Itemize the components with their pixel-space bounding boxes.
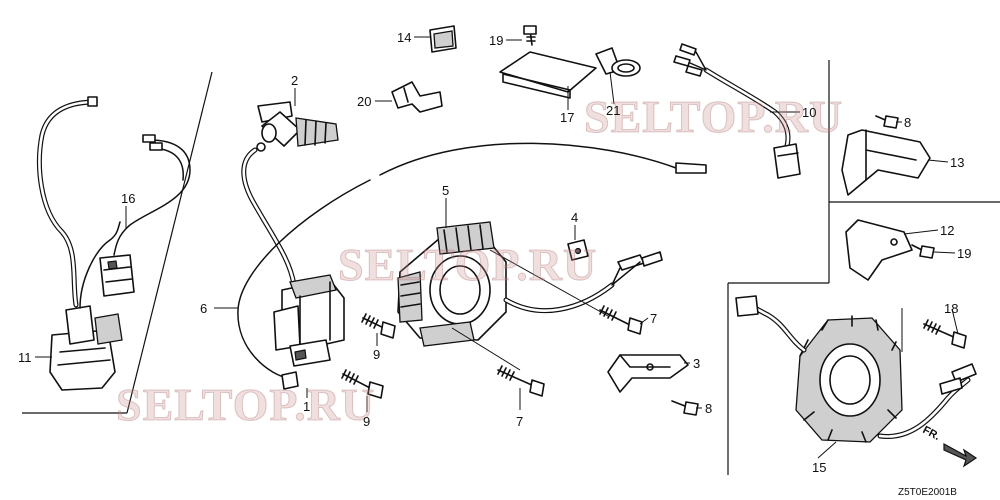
callout-17: 17: [560, 110, 574, 125]
watermark-top: SELTOP.RU: [584, 91, 843, 142]
part-18-bolt: [923, 319, 967, 349]
callout-12: 12: [940, 223, 954, 238]
callout-9a: 9: [373, 347, 380, 362]
leader-lines: [35, 36, 959, 459]
callout-1: 1: [303, 399, 310, 414]
part-11-ignition-coil-left: [36, 96, 123, 391]
part-15-stator: [735, 295, 977, 443]
part-3-bracket: [607, 354, 689, 393]
part-2-spark-plug-cap: [257, 101, 339, 147]
callout-19a: 19: [489, 33, 503, 48]
watermark-bottom: SELTOP.RU: [116, 379, 375, 430]
callout-2: 2: [291, 73, 298, 88]
callout-21: 21: [606, 103, 620, 118]
part-7b-bolt: [497, 365, 545, 397]
frame-lines: [22, 60, 1000, 475]
part-19b-bolt: [911, 244, 935, 259]
part-1-ignition-coil: [273, 274, 345, 390]
callout-14: 14: [397, 30, 411, 45]
callout-7a: 7: [650, 311, 657, 326]
part-6-long-lead: [237, 142, 707, 379]
part-14-rubber-mount: [429, 25, 457, 53]
part-5-charge-coil: [397, 221, 663, 347]
part-7a-bolt: [599, 305, 643, 335]
callout-7b: 7: [516, 414, 523, 429]
callout-5: 5: [442, 183, 449, 198]
drawing-code: Z5T0E2001B: [898, 487, 957, 498]
callout-19b: 19: [957, 246, 971, 261]
part-8b-bolt: [875, 115, 899, 129]
part-9a-bolt: [361, 313, 396, 339]
callout-13: 13: [950, 155, 964, 170]
callout-11: 11: [18, 350, 32, 365]
part-21-band: [595, 47, 641, 77]
front-direction-indicator: FR.: [921, 424, 978, 468]
watermarks: SELTOP.RU SELTOP.RU SELTOP.RU: [116, 91, 843, 431]
front-direction-label: FR.: [921, 424, 942, 443]
part-17-plate: [499, 51, 597, 99]
part-8a-bolt: [671, 400, 699, 416]
part-9b-bolt: [341, 369, 384, 399]
callout-8b: 8: [904, 115, 911, 130]
part-20-wire-clamp: [391, 81, 443, 113]
callout-20: 20: [357, 94, 371, 109]
callout-3: 3: [693, 356, 700, 371]
callout-18: 18: [944, 301, 958, 316]
callout-6: 6: [200, 301, 207, 316]
callout-numbers: 14 19 20 2 17 21 10 8 13 12 19 5 4 16 11…: [18, 30, 971, 475]
callout-15: 15: [812, 460, 826, 475]
callout-8a: 8: [705, 401, 712, 416]
callout-16: 16: [121, 191, 135, 206]
callout-10: 10: [802, 105, 816, 120]
part-12-plate: [845, 219, 913, 281]
part-19a-bolt: [523, 25, 537, 46]
front-arrow-icon: [943, 442, 978, 468]
callout-4: 4: [571, 210, 578, 225]
callout-9b: 9: [363, 414, 370, 429]
part-13-bracket: [841, 129, 931, 196]
part-16-wire-harness: [99, 134, 191, 297]
watermark-middle: SELTOP.RU: [338, 239, 597, 290]
part-4-clip: [567, 239, 589, 261]
